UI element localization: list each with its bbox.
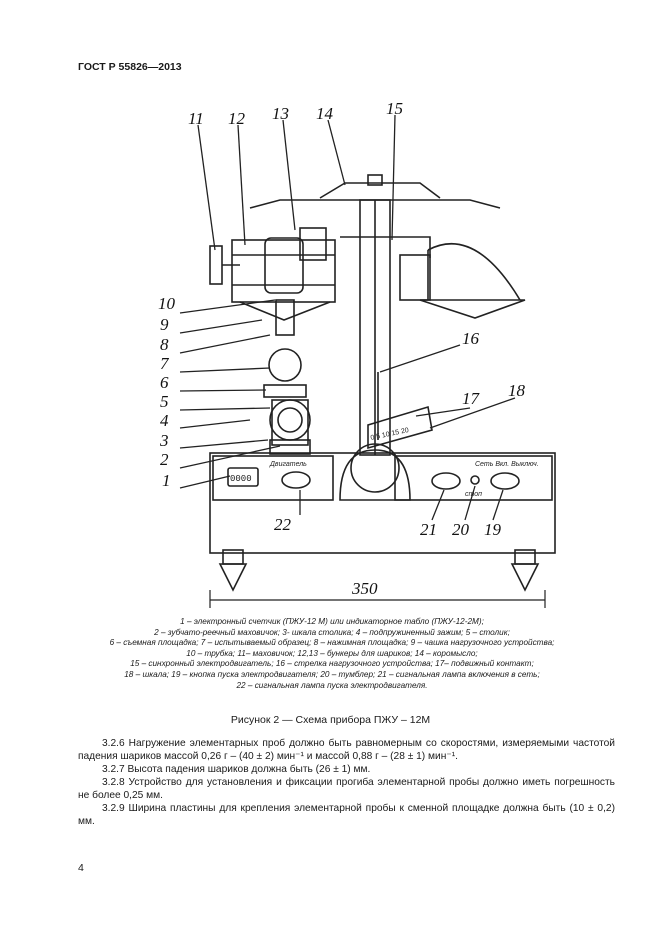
- callout-16: 16: [462, 329, 480, 348]
- figure-legend: 1 – электронный счетчик (ПЖУ-12 М) или и…: [62, 617, 602, 691]
- page-number: 4: [78, 862, 84, 874]
- callout-8: 8: [160, 335, 169, 354]
- paragraph-3-2-9: 3.2.9 Ширина пластины для крепления элем…: [78, 803, 615, 828]
- callout-17: 17: [462, 389, 481, 408]
- device-schematic: 11 12 13 14 15 10 9 8 7 6 5 4 3 2 1 16 1…: [158, 99, 556, 608]
- legend-line: 10 – трубка; 11– маховичок; 12,13 – бунк…: [186, 648, 478, 658]
- document-header: ГОСТ Р 55826—2013: [78, 61, 182, 73]
- callout-6: 6: [160, 373, 169, 392]
- dimension-label: 350: [351, 579, 378, 598]
- legend-line: 2 – зубчато-реечный маховичок; 3- шкала …: [154, 627, 510, 637]
- callout-22: 22: [274, 515, 292, 534]
- callout-5: 5: [160, 392, 169, 411]
- callout-10: 10: [158, 294, 176, 313]
- callout-11: 11: [188, 109, 204, 128]
- callout-15: 15: [386, 99, 403, 118]
- legend-line: 1 – электронный счетчик (ПЖУ-12 М) или и…: [180, 617, 484, 626]
- callout-20: 20: [452, 520, 470, 539]
- callout-7: 7: [160, 354, 170, 373]
- network-plate-label: Сеть Вкл. Выключ.: [475, 461, 539, 468]
- stop-label: стоп: [465, 491, 482, 498]
- callout-14: 14: [316, 104, 334, 123]
- paragraph-text: 3.2.7 Высота падения шариков должна быть…: [102, 764, 371, 775]
- callout-1: 1: [162, 471, 171, 490]
- legend-line: 15 – синхронный электродвигатель; 16 – с…: [130, 659, 534, 669]
- callout-19: 19: [484, 520, 502, 539]
- paragraph-3-2-6: 3.2.6 Нагружение элементарных проб должн…: [78, 738, 615, 763]
- paragraph-3-2-7: 3.2.7 Высота падения шариков должна быть…: [78, 764, 615, 777]
- device-base: [209, 452, 556, 554]
- callout-18: 18: [508, 381, 526, 400]
- paragraph-text: 3.2.6 Нагружение элементарных проб должн…: [78, 738, 615, 762]
- callout-13: 13: [272, 104, 289, 123]
- paragraph-text: 3.2.8 Устройство для установления и фикс…: [78, 777, 615, 801]
- callout-4: 4: [160, 411, 169, 430]
- legend-line: 22 – сигнальная лампа пуска электродвига…: [236, 680, 428, 690]
- callout-3: 3: [159, 431, 169, 450]
- callout-21: 21: [420, 520, 437, 539]
- counter-display: 0000: [230, 474, 252, 484]
- legend-line: 18 – шкала; 19 – кнопка пуска электродви…: [124, 669, 540, 679]
- paragraph-text: 3.2.9 Ширина пластины для крепления элем…: [78, 803, 615, 827]
- motor-plate-label: Двигатель: [269, 461, 307, 468]
- callout-9: 9: [160, 315, 169, 334]
- callout-12: 12: [228, 109, 246, 128]
- callout-2: 2: [160, 450, 169, 469]
- legend-line: 6 – съемная площадка; 7 – испытываемый о…: [109, 638, 555, 648]
- figure-caption: Рисунок 2 — Схема прибора ПЖУ – 12М: [230, 714, 431, 726]
- paragraph-3-2-8: 3.2.8 Устройство для установления и фикс…: [78, 777, 615, 802]
